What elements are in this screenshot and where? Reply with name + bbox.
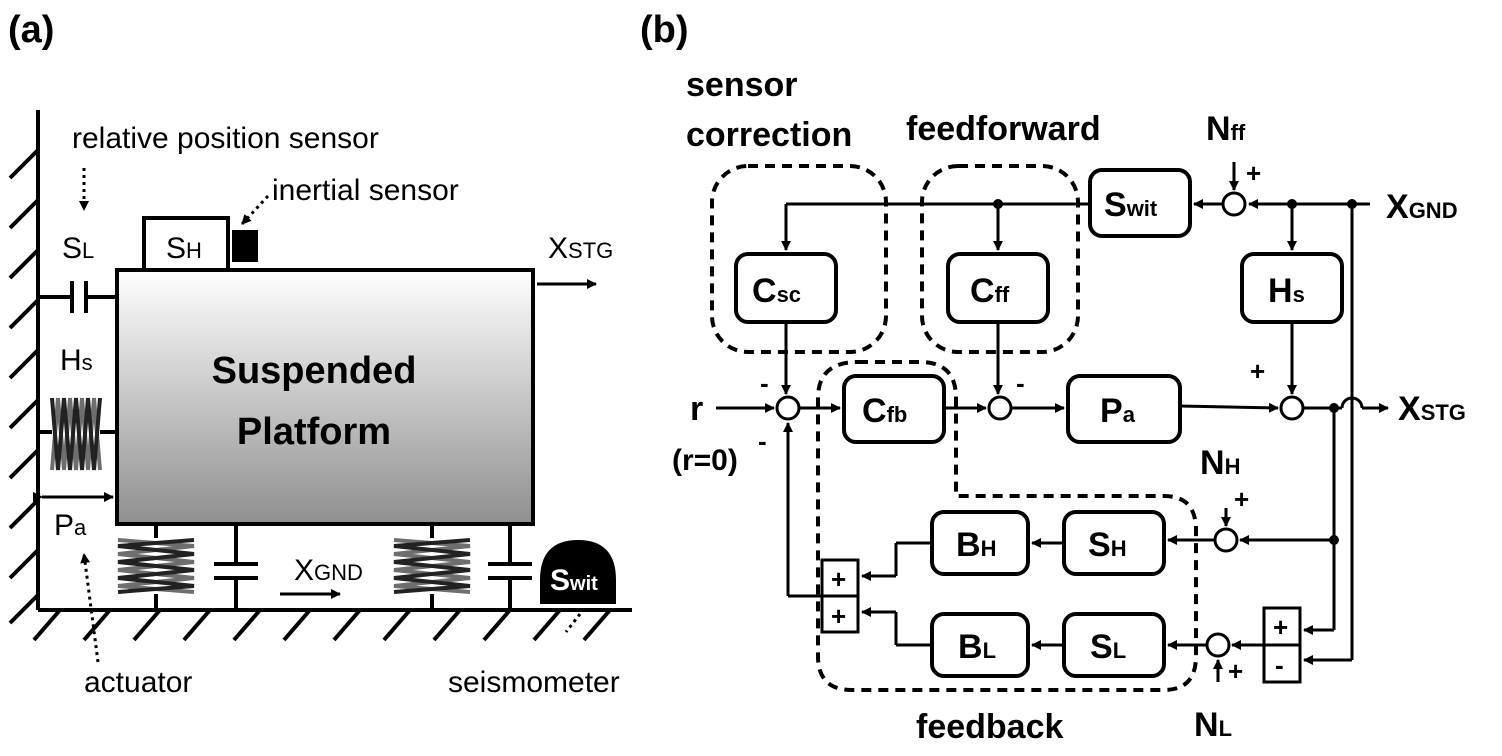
signal-wires	[716, 162, 1389, 682]
sensor-correction-group	[710, 164, 888, 354]
block-bl: BL	[930, 612, 1030, 678]
inertial-sensor-block	[232, 230, 258, 262]
svg-text:Csc: Csc	[752, 272, 801, 310]
sign-nl-plus: +	[1228, 656, 1243, 686]
sign-nff-plus: +	[1246, 158, 1261, 188]
svg-text:Hs: Hs	[1268, 272, 1305, 310]
vertical-damper-left	[214, 524, 258, 610]
svg-text:Cfb: Cfb	[862, 392, 907, 430]
seismometer-label: seismometer	[448, 666, 620, 699]
adder-inertial-relative: + -	[1262, 606, 1302, 684]
feedforward-group	[920, 164, 1080, 354]
pa-label-a: Pa	[54, 509, 87, 542]
group-feedforward-label: feedforward	[906, 110, 1101, 148]
svg-text:BH: BH	[956, 526, 996, 564]
svg-text:SH: SH	[1088, 526, 1127, 564]
xgnd-label-b: XGND	[1386, 188, 1458, 226]
sh-label-a: SH	[166, 232, 202, 265]
svg-text:-: -	[1275, 650, 1284, 680]
feedback-group	[816, 360, 1198, 692]
sign-nh-plus: +	[1234, 484, 1249, 514]
adder-feedback: + +	[820, 558, 860, 634]
svg-text:Pa: Pa	[1100, 392, 1136, 430]
ground	[32, 608, 632, 642]
svg-text:BL: BL	[958, 628, 996, 666]
block-sl: SL	[1062, 612, 1166, 678]
relative-position-sensor-label: relative position sensor	[72, 122, 379, 155]
platform-label-line2: Platform	[237, 411, 391, 453]
block-sh: SH	[1062, 510, 1166, 576]
sign-cff-minus: -	[1016, 368, 1025, 398]
sign-csc-minus: -	[760, 368, 769, 398]
group-feedback-label: feedback	[916, 708, 1063, 746]
inertial-sensor-label: inertial sensor	[272, 174, 459, 207]
group-sensor-correction-line2: correction	[686, 116, 852, 154]
vertical-spring-right	[393, 524, 471, 610]
vertical-spring-left	[117, 524, 195, 610]
horizontal-spring	[38, 397, 117, 471]
reference-r-note: (r=0)	[672, 444, 738, 477]
seismometer-dome	[540, 540, 616, 604]
block-bh: BH	[930, 510, 1030, 576]
svg-text:+: +	[831, 601, 846, 631]
nl-label: NL	[1194, 706, 1232, 744]
block-hs: Hs	[1240, 252, 1344, 324]
svg-text:Cff: Cff	[970, 272, 1010, 310]
sign-hs-plus: +	[1250, 356, 1265, 386]
group-sensor-correction-line1: sensor	[686, 66, 798, 104]
relative-position-sensor-capacitor	[38, 281, 117, 313]
panel-b-tag: (b)	[640, 9, 689, 51]
platform-label-line1: Suspended	[212, 350, 417, 392]
svg-text:+: +	[831, 564, 846, 594]
sl-label-a: SL	[62, 232, 94, 265]
wall	[8, 110, 40, 625]
block-pa: Pa	[1066, 374, 1182, 444]
xstg-label-b: XSTG	[1398, 390, 1466, 428]
xstg-label-a: XSTG	[548, 232, 613, 265]
panel-a-tag: (a)	[8, 9, 54, 51]
block-swit: Swit	[1088, 168, 1192, 238]
block-cfb: Cfb	[842, 374, 946, 444]
junction-dots	[993, 199, 1357, 545]
inertial-sensor-pointer	[240, 194, 270, 226]
svg-text:Swit: Swit	[1104, 186, 1158, 224]
xgnd-label-a: XGND	[294, 554, 363, 587]
suspended-platform	[115, 268, 535, 526]
svg-text:+: +	[1273, 612, 1288, 642]
nff-label: Nff	[1206, 110, 1246, 148]
hs-label-a: Hs	[60, 344, 93, 377]
block-cff: Cff	[946, 252, 1050, 324]
vertical-damper-right	[488, 524, 532, 610]
block-csc: Csc	[734, 252, 838, 324]
nh-label: NH	[1200, 444, 1240, 482]
swit-label-a: Swit	[550, 564, 598, 597]
sign-feedback-minus: -	[758, 426, 767, 456]
reference-r-label: r	[690, 390, 703, 428]
actuator-label: actuator	[84, 666, 192, 699]
svg-text:SL: SL	[1090, 628, 1126, 666]
sh-sensor-box	[142, 216, 230, 272]
seismometer-pointer	[564, 613, 582, 633]
